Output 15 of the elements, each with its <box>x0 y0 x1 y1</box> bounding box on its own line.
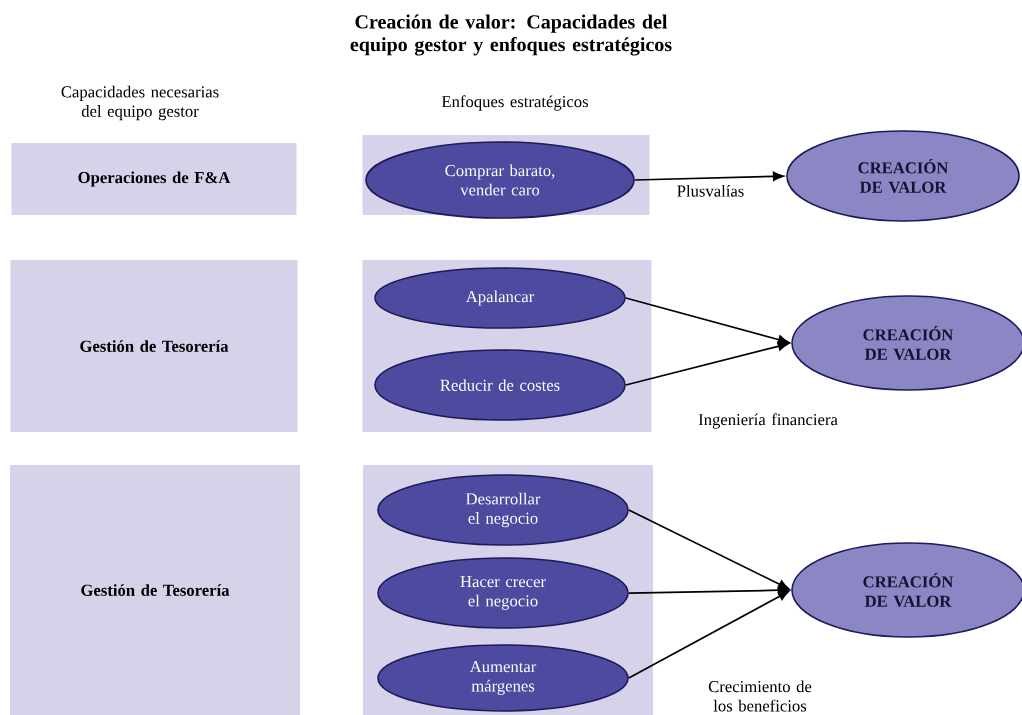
arrow <box>627 590 790 679</box>
arrow <box>633 171 784 181</box>
group-caption: Ingeniería financiera <box>698 413 838 429</box>
title: Creación de valor: Capacidades del equipo gestor y enfoques estratégicos <box>350 14 672 56</box>
edge-label: Plusvalías <box>675 183 746 199</box>
capability-box: Gestión de Tesorería <box>10 260 298 432</box>
capability-box: Gestión de Tesorería <box>10 465 300 715</box>
arrow <box>624 297 789 345</box>
arrow <box>624 341 789 386</box>
column-heading: Capacidades necesarias del equipo gestor <box>61 85 219 121</box>
arrow <box>627 509 790 590</box>
capability-box: Operaciones de F&A <box>11 143 297 215</box>
group-caption: Crecimiento de los beneficios <box>708 680 812 712</box>
arrow <box>627 585 789 595</box>
column-heading: Enfoques estratégicos <box>441 95 588 111</box>
